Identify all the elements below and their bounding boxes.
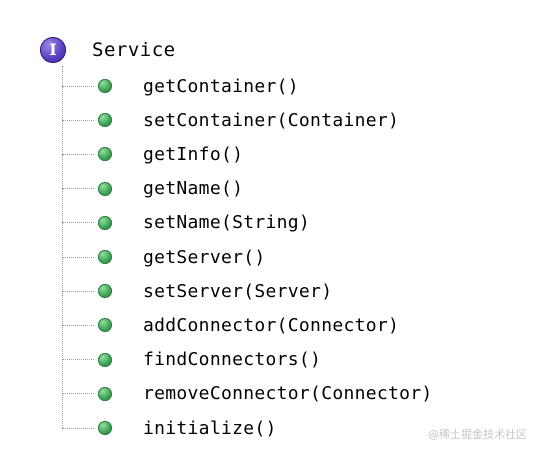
public-method-icon xyxy=(98,352,112,367)
method-signature: findConnectors() xyxy=(143,349,322,371)
tree-node-method[interactable]: getContainer() xyxy=(62,71,299,101)
tree-branch-line xyxy=(62,359,94,361)
interface-name: Service xyxy=(92,39,176,61)
method-signature: addConnector(Connector) xyxy=(143,314,400,336)
tree-node-method[interactable]: setName(String) xyxy=(62,208,310,238)
tree-node-method[interactable]: findConnectors() xyxy=(62,345,321,375)
tree-branch-line xyxy=(62,85,94,87)
public-method-icon xyxy=(98,181,112,196)
tree-node-method[interactable]: getInfo() xyxy=(62,139,243,169)
tree-node-method[interactable]: removeConnector(Connector) xyxy=(62,379,433,409)
tree-node-method[interactable]: getServer() xyxy=(62,242,266,272)
tree-node-method[interactable]: addConnector(Connector) xyxy=(62,310,399,340)
public-method-icon xyxy=(98,113,112,128)
public-method-icon xyxy=(98,79,112,93)
interface-icon: I xyxy=(40,37,66,63)
tree-branch-line xyxy=(62,256,94,258)
method-signature: removeConnector(Connector) xyxy=(143,383,433,405)
public-method-icon xyxy=(98,386,112,401)
method-signature: getName() xyxy=(143,178,244,200)
tree-branch-line xyxy=(62,119,94,121)
tree-branch-line xyxy=(62,290,94,292)
method-signature: getServer() xyxy=(143,246,266,268)
tree-node-service[interactable]: I Service xyxy=(40,36,176,64)
public-method-icon xyxy=(98,147,112,162)
tree-branch-line xyxy=(62,427,94,429)
method-signature: setName(String) xyxy=(143,212,311,234)
tree-branch-line xyxy=(62,324,94,326)
tree-connector-line xyxy=(62,66,63,428)
tree-branch-line xyxy=(62,153,94,155)
method-signature: initialize() xyxy=(143,417,277,439)
tree-node-method[interactable]: initialize() xyxy=(62,413,277,443)
watermark: @稀土掘金技术社区 xyxy=(428,428,527,441)
public-method-icon xyxy=(98,421,112,435)
tree-node-method[interactable]: setServer(Server) xyxy=(62,276,332,306)
public-method-icon xyxy=(98,284,112,299)
method-signature: getInfo() xyxy=(143,143,244,165)
tree-branch-line xyxy=(62,188,94,190)
tree-branch-line xyxy=(62,222,94,224)
method-signature: setContainer(Container) xyxy=(143,109,400,131)
tree-node-method[interactable]: setContainer(Container) xyxy=(62,105,399,135)
public-method-icon xyxy=(98,215,112,230)
public-method-icon xyxy=(98,250,112,264)
method-signature: setServer(Server) xyxy=(143,280,333,302)
tree-branch-line xyxy=(62,393,94,395)
public-method-icon xyxy=(98,318,112,333)
tree-node-method[interactable]: getName() xyxy=(62,174,243,204)
method-signature: getContainer() xyxy=(143,75,299,97)
